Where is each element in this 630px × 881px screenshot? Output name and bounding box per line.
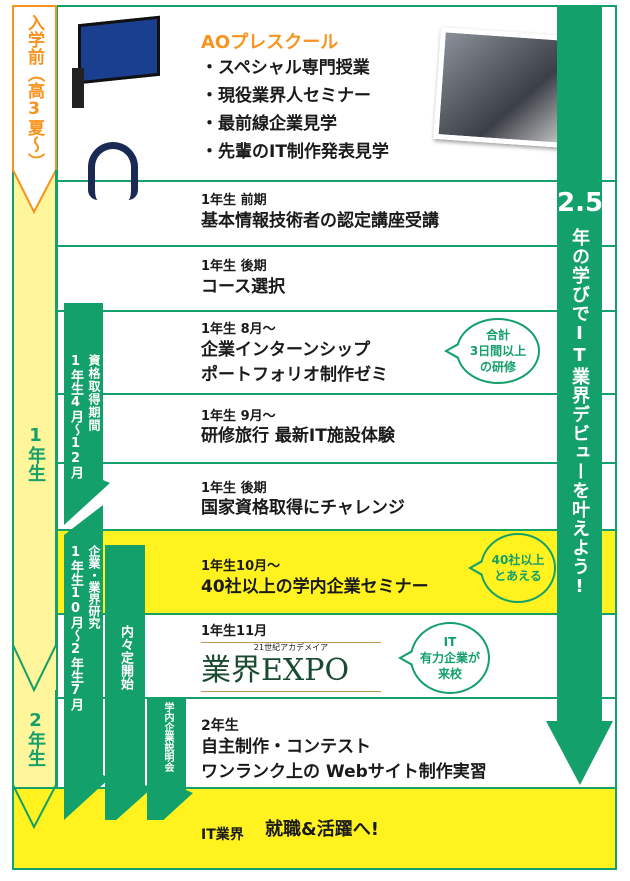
ao-title: AOプレスクール: [201, 32, 339, 53]
row-main: ポートフォリオ制作ゼミ: [201, 365, 388, 385]
row-divider: [57, 697, 617, 699]
bubble-line: 来校: [437, 667, 462, 681]
bar-industry-research: [64, 505, 110, 820]
pre-enrollment-label: 入学前（高3夏〜）: [24, 14, 44, 170]
row-divider: [57, 310, 617, 312]
year1-arrow: [12, 170, 57, 693]
row-divider: [57, 393, 617, 395]
bar1-title: 資格取得期間: [87, 354, 101, 432]
bar-qualification: [64, 303, 110, 525]
right-arrow-text: 年の学びでIT業界デビューを叶えよう!: [569, 228, 590, 598]
row-main: 国家資格取得にチャレンジ: [201, 498, 405, 518]
bubble-training: 合計 3日間以上の研修: [444, 318, 540, 384]
row-main: 企業インターンシップ: [201, 340, 371, 360]
headphones-image: [88, 142, 138, 200]
speaker-image: [72, 68, 84, 108]
row-main: 就職&活躍へ!: [265, 819, 379, 840]
bar1-period: 1年生4月〜12月: [68, 354, 83, 479]
bubble-companies: 40社以上とあえる: [468, 533, 556, 603]
row-sub: 1年生11月: [201, 624, 268, 639]
row-sub: 1年生 8月〜: [201, 322, 276, 337]
bubble-line: 40社以上: [491, 553, 545, 567]
right-arrow-shape: [546, 5, 613, 785]
bubble-line: 有力企業が: [419, 651, 480, 665]
bar-seminar: [147, 697, 193, 820]
bar2-title: 企業・業界研究: [87, 545, 101, 629]
row-divider: [57, 462, 617, 464]
row-sub: IT業界: [201, 827, 244, 843]
row-sub: 1年生10月〜: [201, 559, 281, 574]
left-arrows: [12, 5, 57, 830]
row-divider: [12, 787, 617, 789]
row-main: 基本情報技術者の認定講座受講: [201, 211, 439, 231]
row-main: 自主制作・コンテスト: [201, 737, 371, 757]
ao-item: ・先輩のIT制作発表見学: [201, 142, 389, 162]
monitor-image: [78, 15, 160, 85]
bar4-title: 学内企業説明会: [162, 702, 173, 772]
row-sub: 1年生 9月〜: [201, 409, 276, 424]
row-divider: [57, 245, 617, 247]
expo-logo: 21世紀アカデメイア 業界EXPO: [201, 642, 381, 692]
expo-logo-small: 21世紀アカデメイア: [253, 643, 329, 652]
period-bars: [64, 303, 193, 820]
row-sub: 1年生 後期: [201, 259, 267, 274]
row-sub: 2年生: [201, 718, 239, 734]
row-main: 40社以上の学内企業セミナー: [201, 577, 429, 597]
row-sub: 1年生 後期: [201, 481, 267, 496]
bar3-title: 内々定開始: [118, 625, 133, 690]
bar-offer: [105, 545, 152, 820]
bubble-line: 3日間以上: [469, 344, 527, 358]
year2-arrow: [12, 690, 57, 830]
ao-item: ・現役業界人セミナー: [201, 86, 371, 106]
bubble-line: IT: [443, 635, 457, 649]
right-arrow: [546, 5, 613, 785]
row-divider: [57, 613, 617, 615]
bubble-line: の研修: [479, 360, 516, 374]
row-main: 研修旅行 最新IT施設体験: [201, 426, 395, 446]
row-main: ワンランク上の Webサイト制作実習: [201, 762, 487, 782]
bubble-line: 合計: [485, 328, 510, 342]
row-main: コース選択: [201, 277, 286, 297]
bubble-line: とあえる: [494, 569, 542, 583]
row-sub: 1年生 前期: [201, 193, 267, 208]
year1-label: 1年生: [25, 425, 46, 482]
pre-enrollment-arrow: [12, 5, 57, 215]
bubble-expo: IT 有力企業が来校: [398, 622, 490, 694]
row-divider: [57, 180, 617, 182]
year2-label: 2年生: [25, 710, 46, 767]
expo-logo-main: 業界EXPO: [201, 653, 350, 688]
years-number: 2.5: [557, 188, 604, 218]
ao-item: ・スペシャル専門授業: [201, 58, 370, 78]
row-divider: [57, 529, 617, 531]
ao-item: ・最前線企業見学: [201, 114, 337, 134]
bar2-period: 1年生10月〜2年生7月: [68, 545, 83, 711]
